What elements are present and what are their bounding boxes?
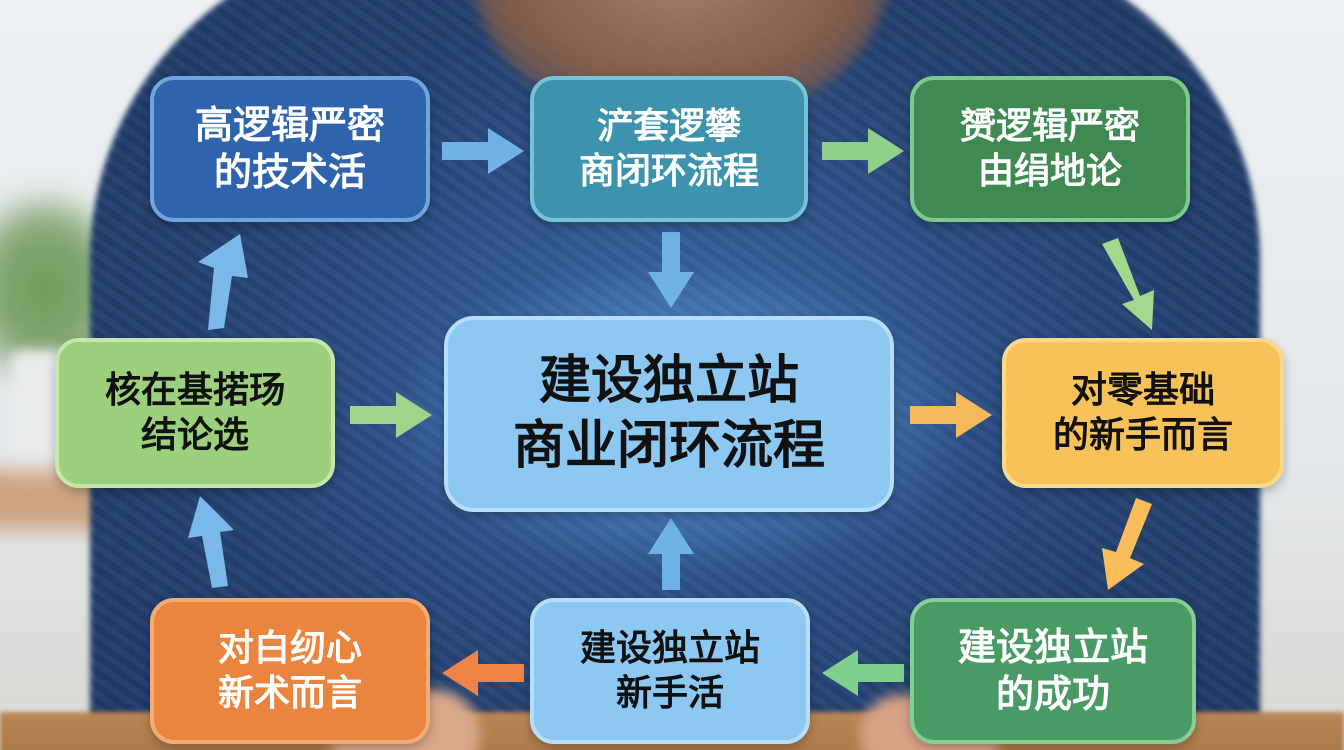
arrow-up-icon — [648, 518, 694, 590]
arrow-down-right-icon — [1100, 234, 1160, 330]
node-top-left: 高逻辑严密 的技术活 — [150, 76, 430, 222]
node-text-line1: 对白纫心 — [217, 628, 362, 669]
arrow-left-icon — [442, 650, 524, 696]
node-bottom-right: 建设独立站 的成功 — [910, 598, 1196, 744]
arrow-up-icon — [196, 234, 254, 330]
node-middle-left: 核在基掿玚 结论选 — [55, 338, 335, 488]
arrow-down-icon — [648, 232, 694, 308]
arrow-right-icon — [350, 392, 432, 438]
arrow-up-icon — [188, 496, 246, 588]
node-text-line2: 结论选 — [140, 415, 249, 456]
node-bottom-middle: 建设独立站 新手活 — [530, 598, 810, 744]
node-top-right: 赟逻辑严密 由绢地论 — [910, 76, 1190, 222]
node-text-line1: 建设独立站 — [957, 624, 1148, 669]
node-text-line1: 建设独立站 — [579, 628, 760, 669]
arrow-down-left-icon — [1094, 494, 1154, 590]
node-text-line2: 的成功 — [995, 672, 1110, 716]
node-text-line2: 商闭环流程 — [578, 151, 759, 192]
node-text-line1: 浐套逻攀 — [596, 106, 741, 147]
arrow-right-icon — [442, 128, 524, 174]
node-middle-right: 对零基础 的新手而言 — [1002, 338, 1284, 488]
arrow-right-icon — [910, 392, 992, 438]
node-text-line2: 的新手而言 — [1052, 415, 1233, 456]
node-text-line1: 核在基掿玚 — [104, 370, 285, 411]
arrow-left-icon — [822, 650, 904, 696]
node-text-line1: 高逻辑严密 — [194, 102, 385, 147]
node-bottom-left: 对白纫心 新术而言 — [150, 598, 430, 744]
node-top-middle: 浐套逻攀 商闭环流程 — [530, 76, 808, 222]
node-text-line2: 由绢地论 — [977, 151, 1122, 192]
node-text-line1: 对零基础 — [1070, 370, 1215, 411]
node-text-line2: 新术而言 — [217, 673, 362, 714]
center-title-line2: 商业闭环流程 — [512, 416, 825, 476]
node-text-line2: 的技术活 — [213, 150, 366, 194]
node-text-line2: 新手活 — [615, 673, 724, 714]
node-center: 建设独立站 商业闭环流程 — [444, 316, 894, 512]
arrow-right-icon — [822, 128, 904, 174]
center-title-line1: 建设独立站 — [538, 351, 799, 411]
node-text-line1: 赟逻辑严密 — [959, 106, 1140, 147]
